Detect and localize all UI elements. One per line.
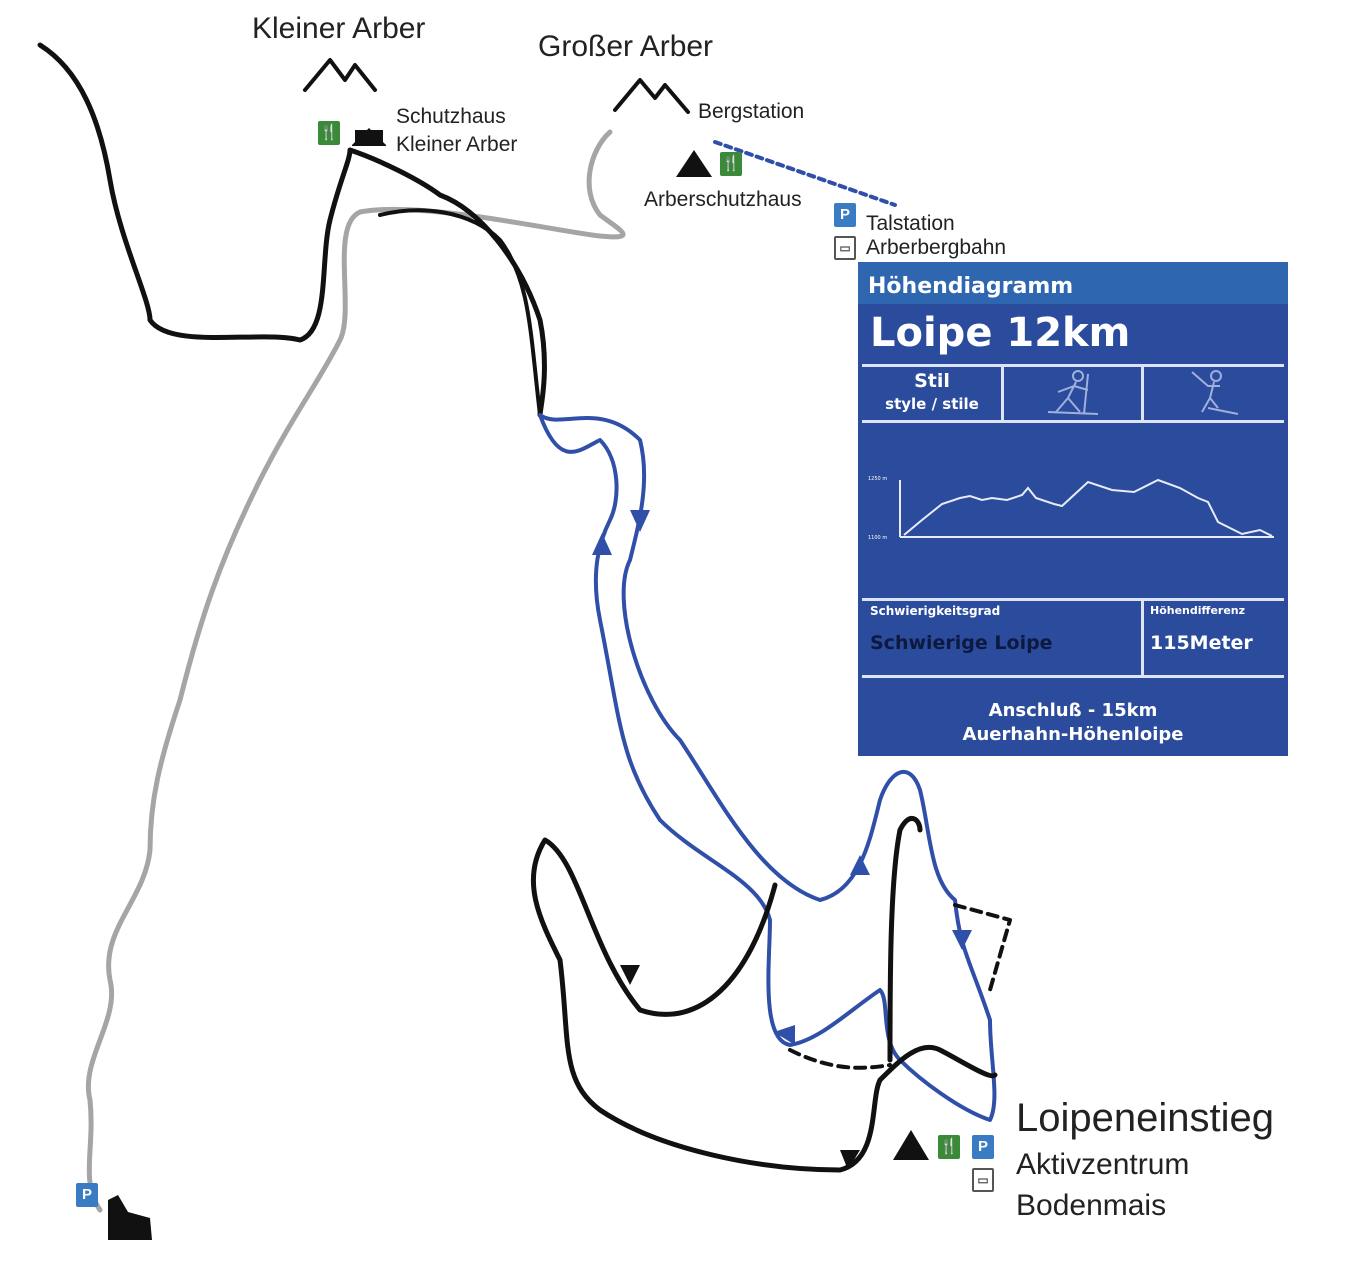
- black-trail-inner: [378, 208, 542, 417]
- dashed-trail: [788, 903, 1012, 1070]
- elevation-panel: Höhendiagramm Loipe 12km Stil style / st…: [858, 262, 1288, 756]
- mountain-grosser-icon: [613, 78, 690, 114]
- elev-bottom-label: 1100 m: [868, 535, 887, 541]
- label-arberbergbahn: Arberbergbahn: [866, 236, 1007, 259]
- connection-line1: Anschluß - 15km: [988, 700, 1158, 721]
- height-diff-label: Höhendifferenz: [1150, 604, 1246, 617]
- divider: [862, 598, 1284, 601]
- arrow-icon: [774, 1025, 795, 1045]
- restaurant-icon: 🍴: [938, 1135, 960, 1159]
- label-loipeneinstieg: Loipeneinstieg: [1016, 1096, 1274, 1140]
- arrow-icon: [850, 855, 870, 875]
- restaurant-icon: 🍴: [318, 121, 340, 145]
- arrow-icon: [630, 510, 650, 532]
- label-line: Schutzhaus: [396, 105, 506, 128]
- label-aktivzentrum: Aktivzentrum: [1016, 1148, 1190, 1181]
- peak-kleiner-arber: Kleiner Arber: [252, 12, 426, 45]
- black-trail-west: [37, 42, 547, 418]
- divider: [1141, 598, 1144, 676]
- difficulty-label: Schwierigkeitsgrad: [870, 604, 1001, 618]
- bus-icon: ▭: [834, 236, 856, 260]
- connection-line2: Auerhahn-Höhenloipe: [962, 724, 1184, 745]
- bus-icon: ▭: [972, 1168, 994, 1192]
- skating-skier-icon: [1191, 370, 1239, 415]
- arrow-icon: [952, 930, 972, 950]
- style-sub: style / stile: [885, 395, 979, 413]
- elevation-chart: 1250 m 1100 m: [868, 476, 1274, 541]
- chart-axis: [899, 480, 1274, 538]
- arrow-icon: [592, 533, 612, 555]
- blue-route: [538, 413, 997, 1122]
- divider: [862, 364, 1284, 367]
- parking-icon: P: [76, 1183, 98, 1207]
- gray-path: [85, 129, 626, 1213]
- parking-icon: P: [972, 1135, 994, 1159]
- elevation-profile-line: [903, 478, 1273, 537]
- divider: [1001, 364, 1004, 422]
- height-diff-value: 115Meter: [1150, 632, 1253, 654]
- black-trail-south: [530, 816, 998, 1173]
- difficulty-value: Schwierige Loipe: [870, 632, 1053, 654]
- label-talstation: Talstation: [866, 212, 955, 235]
- divider: [862, 675, 1284, 678]
- panel-header: Höhendiagramm: [858, 262, 1288, 304]
- arrow-icon: [840, 1150, 860, 1170]
- divider: [1141, 364, 1144, 422]
- label-bodenmais: Bodenmais: [1016, 1189, 1167, 1222]
- hut-icon-body: [355, 130, 383, 146]
- label-line: Kleiner Arber: [396, 133, 518, 156]
- peak-grosser-arber: Großer Arber: [538, 30, 714, 63]
- parking-icon: P: [834, 203, 856, 227]
- church-icon: [108, 1195, 152, 1240]
- hut-icon: [893, 1130, 929, 1160]
- classic-skier-icon: [1047, 370, 1099, 415]
- panel-title: Loipe 12km: [870, 310, 1131, 356]
- cable-car-line: [713, 140, 897, 207]
- restaurant-icon: 🍴: [720, 152, 742, 176]
- label-bergstation: Bergstation: [698, 100, 805, 123]
- divider: [862, 420, 1284, 423]
- label-arberschutzhaus: Arberschutzhaus: [644, 188, 802, 211]
- style-label: Stil: [914, 370, 950, 392]
- arrow-icon: [620, 965, 640, 985]
- mountain-kleiner-icon: [303, 58, 377, 92]
- hut-icon: [676, 150, 712, 177]
- elev-top-label: 1250 m: [868, 476, 887, 482]
